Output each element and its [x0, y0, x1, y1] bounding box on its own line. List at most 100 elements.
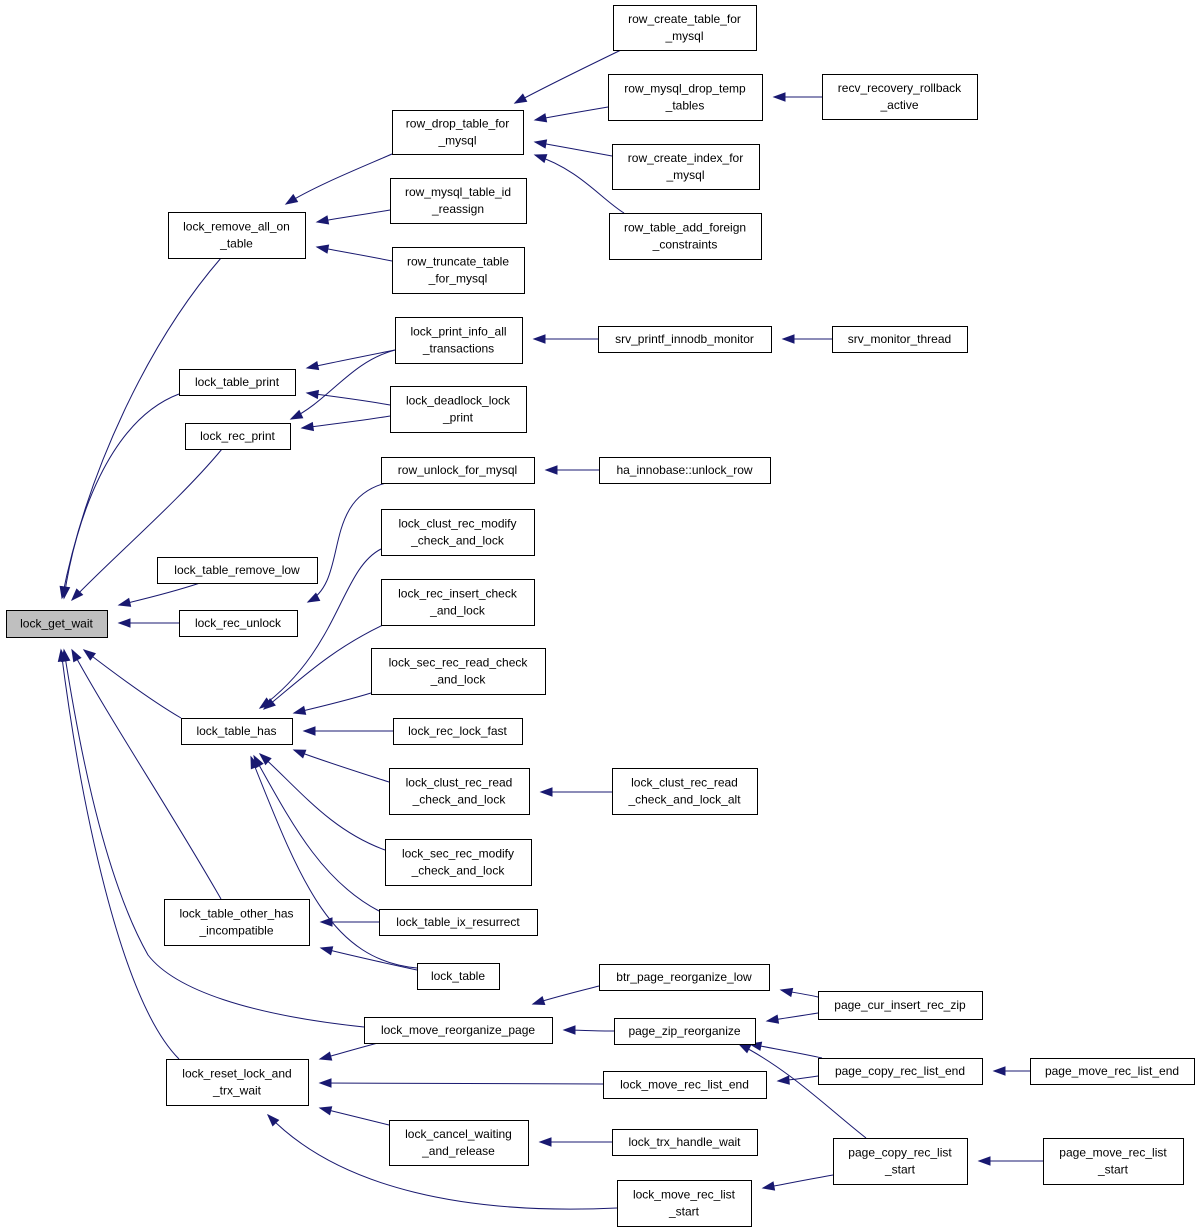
node-lock-print-info-all-transactions[interactable]: lock_print_info_all_transactions [395, 317, 523, 364]
edge-lock_table_ix_resurrect-to-lock_table_has [253, 755, 380, 912]
node-row-table-add-foreign-constraints[interactable]: row_table_add_foreign_constraints [609, 213, 762, 260]
edge-lock_rec_print-to-lock_get_wait [71, 448, 223, 601]
edge-lock_rec_insert_check_and_lock-to-lock_table_has [263, 623, 386, 710]
arrowhead-srv_printf_innodb_monitor [781, 334, 795, 344]
node-label: row_unlock_for_mysql [398, 463, 517, 477]
node-lock-move-rec-list-start[interactable]: lock_move_rec_list_start [617, 1180, 752, 1227]
node-lock-clust-rec-read-check-and-lock[interactable]: lock_clust_rec_read_check_and_lock [389, 768, 530, 815]
arrowhead-lock_rec_unlock [306, 592, 321, 603]
node-label: srv_monitor_thread [848, 332, 951, 346]
node-ha-innobase-unlock-row[interactable]: ha_innobase::unlock_row [599, 457, 771, 484]
node-label: btr_page_reorganize_low [616, 970, 752, 984]
node-label: lock_sec_rec_modify [402, 847, 514, 861]
node-box [381, 509, 535, 556]
node-label: lock_remove_all_on [183, 220, 290, 234]
node-lock-rec-insert-check-and-lock[interactable]: lock_rec_insert_check_and_lock [381, 579, 535, 626]
arrowhead-lock_move_reorganize_page [531, 996, 546, 1006]
arrowhead-lock_get_wait [82, 649, 96, 661]
node-page-copy-rec-list-start[interactable]: page_copy_rec_list_start [833, 1138, 968, 1185]
arrowhead-lock_move_rec_list_start [761, 1181, 776, 1191]
edge-page_copy_rec_list_start-to-page_zip_reorganize [738, 1043, 867, 1139]
arrowhead-lock_table_has [302, 726, 316, 736]
edge-lock_print_info_all_transactions-to-lock_rec_print [290, 349, 396, 420]
node-label: _start [884, 1163, 916, 1177]
arrowhead-row_drop_table_for_mysql [533, 139, 548, 149]
node-srv-monitor-thread[interactable]: srv_monitor_thread [832, 326, 968, 353]
arrowhead-lock_table_has [250, 755, 260, 770]
node-label: page_zip_reorganize [628, 1024, 740, 1038]
node-label: _mysql [665, 168, 704, 182]
node-page-cur-insert-rec-zip[interactable]: page_cur_insert_rec_zip [818, 991, 983, 1020]
node-box [612, 1129, 758, 1156]
node-lock-table-remove-low[interactable]: lock_table_remove_low [157, 557, 318, 584]
node-lock-table-print[interactable]: lock_table_print [179, 369, 296, 396]
node-lock-reset-lock-and-trx-wait[interactable]: lock_reset_lock_and_trx_wait [166, 1059, 309, 1106]
node-lock-cancel-waiting-and-release[interactable]: lock_cancel_waiting _and_release [389, 1120, 529, 1166]
node-lock-table-other-has-incompatible[interactable]: lock_table_other_has_incompatible [164, 899, 310, 946]
node-lock-table-has[interactable]: lock_table_has [181, 718, 293, 745]
node-lock-remove-all-on-table[interactable]: lock_remove_all_on_table [168, 212, 306, 259]
node-srv-printf-innodb-monitor[interactable]: srv_printf_innodb_monitor [598, 326, 772, 353]
node-label: _for_mysql [428, 272, 488, 286]
arrowhead-lock_get_wait [117, 597, 132, 607]
node-lock-move-reorganize-page[interactable]: lock_move_reorganize_page [364, 1017, 553, 1044]
node-row-mysql-drop-temp-tables[interactable]: row_mysql_drop_temp_tables [608, 74, 763, 121]
node-lock-clust-rec-read-check-and-lock-alt[interactable]: lock_clust_rec_read_check_and_lock_alt [612, 768, 758, 815]
node-lock-rec-lock-fast[interactable]: lock_rec_lock_fast [393, 718, 523, 745]
node-box [818, 1058, 983, 1085]
arrowhead-lock_remove_all_on_table [284, 193, 299, 205]
arrowhead-lock_reset_lock_and_trx_wait [318, 1078, 332, 1088]
edge-lock_clust_rec_read_check_and_lock-to-lock_table_has [293, 749, 390, 783]
node-page-copy-rec-list-end[interactable]: page_copy_rec_list_end [818, 1058, 983, 1085]
node-lock-sec-rec-modify-check-and-lock[interactable]: lock_sec_rec_modify _check_and_lock [385, 839, 532, 886]
arrowhead-lock_table_print [305, 360, 320, 371]
node-row-drop-table-for-mysql[interactable]: row_drop_table_for_mysql [392, 110, 524, 155]
node-lock-table-ix-resurrect[interactable]: lock_table_ix_resurrect [379, 909, 538, 936]
node-lock-trx-handle-wait[interactable]: lock_trx_handle_wait [612, 1129, 758, 1156]
node-label: lock_cancel_waiting [405, 1127, 512, 1141]
node-box [364, 1017, 553, 1044]
node-page-move-rec-list-end[interactable]: page_move_rec_list_end [1030, 1058, 1195, 1085]
node-box [168, 212, 306, 259]
node-label: lock_rec_print [200, 429, 275, 443]
node-box [181, 718, 293, 745]
node-recv-recovery-rollback-active[interactable]: recv_recovery_rollback_active [822, 74, 978, 120]
node-row-mysql-table-id-reassign[interactable]: row_mysql_table_id_reassign [390, 178, 527, 224]
node-row-truncate-table-for-mysql[interactable]: row_truncate_table_for_mysql [392, 247, 525, 294]
node-btr-page-reorganize-low[interactable]: btr_page_reorganize_low [599, 964, 770, 991]
node-row-create-table-for-mysql[interactable]: row_create_table_for_mysql [613, 5, 757, 51]
node-lock-sec-rec-read-check-and-lock[interactable]: lock_sec_rec_read_check_and_lock [371, 648, 546, 695]
node-lock-rec-print[interactable]: lock_rec_print [185, 423, 291, 450]
node-label: ha_innobase::unlock_row [616, 463, 752, 477]
graph-nodes: lock_get_waitlock_remove_all_on_tablerow… [6, 5, 1195, 1227]
node-lock-move-rec-list-end[interactable]: lock_move_rec_list_end [603, 1071, 767, 1099]
node-label: _and_lock [429, 604, 486, 618]
node-lock-rec-unlock[interactable]: lock_rec_unlock [179, 610, 298, 637]
node-label: lock_move_reorganize_page [381, 1023, 535, 1037]
node-lock-clust-rec-modify-check-and-lock[interactable]: lock_clust_rec_modify_check_and_lock [381, 509, 535, 556]
node-box [617, 1180, 752, 1227]
node-lock-deadlock-lock-print[interactable]: lock_deadlock_lock_print [390, 386, 527, 433]
arrowhead-lock_table_print [305, 389, 320, 400]
node-row-create-index-for-mysql[interactable]: row_create_index_for_mysql [612, 144, 760, 190]
node-page-move-rec-list-start[interactable]: page_move_rec_list_start [1043, 1138, 1184, 1185]
edge-lock_table-to-lock_table_has [250, 756, 418, 969]
arrowhead-lock_table_has [258, 753, 272, 766]
node-row-unlock-for-mysql[interactable]: row_unlock_for_mysql [381, 457, 535, 484]
node-lock-table[interactable]: lock_table [417, 963, 500, 990]
node-box [371, 648, 546, 695]
node-box [157, 557, 318, 584]
arrowhead-lock_rec_print [289, 409, 304, 420]
node-label: _check_and_lock [411, 864, 506, 878]
node-page-zip-reorganize[interactable]: page_zip_reorganize [614, 1018, 756, 1045]
node-label: lock_deadlock_lock [406, 394, 511, 408]
edge-row_create_table_for_mysql-to-row_drop_table_for_mysql [514, 49, 622, 104]
node-label: _tables [665, 99, 705, 113]
arrowhead-page_zip_reorganize [765, 1014, 780, 1024]
arrowhead-lock_get_wait [57, 648, 68, 663]
node-label: _and_release [421, 1144, 495, 1158]
arrowhead-page_copy_rec_list_start [977, 1156, 991, 1166]
node-lock-get-wait[interactable]: lock_get_wait [6, 610, 108, 638]
node-label: _check_and_lock [410, 534, 505, 548]
